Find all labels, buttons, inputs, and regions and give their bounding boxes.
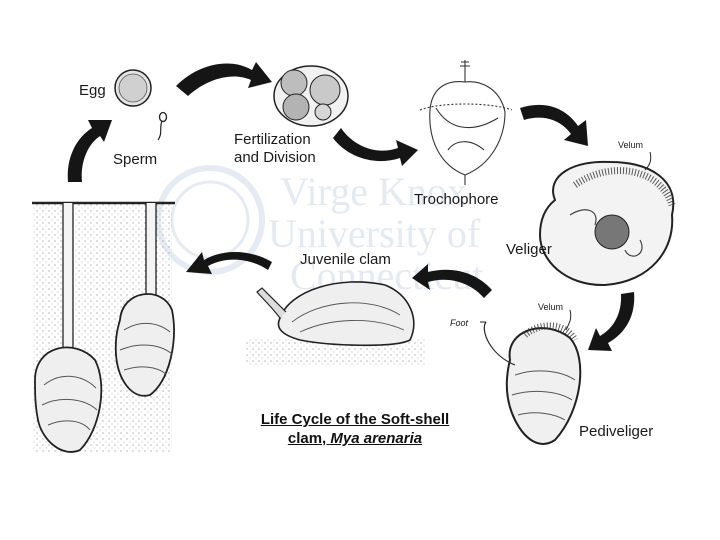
fertilization-illustration (273, 65, 349, 127)
label-pediveliger: Pediveliger (579, 423, 654, 440)
label-juvenile-clam: Juvenile clam (300, 251, 391, 268)
label-sperm: Sperm (113, 151, 158, 168)
title-species: Mya arenaria (330, 430, 423, 447)
cycle-arrows (67, 62, 635, 351)
arrow-adult-to-egg (67, 120, 112, 182)
veliger-illustration (538, 160, 676, 287)
label-egg: Egg (79, 82, 106, 99)
trochophore-illustration (419, 60, 513, 185)
title-line-2-prefix: clam, (287, 430, 331, 447)
juvenile-clam-illustration (245, 281, 425, 366)
arrow-egg-to-fertilization (176, 62, 272, 96)
arrow-juvenile-to-adult (186, 251, 272, 274)
label-leader-lines (480, 151, 652, 331)
pediveliger-illustration (483, 321, 582, 445)
label-foot: Foot (450, 318, 469, 328)
label-fertilization-line-1: Fertilization (234, 131, 311, 148)
label-fertilization-line-2: and Division (234, 149, 316, 166)
label-veliger: Veliger (506, 241, 552, 258)
arrow-trochophore-to-veliger (520, 104, 588, 146)
arrow-pediveliger-to-juvenile (412, 264, 492, 298)
title-line-1: Life Cycle of the Soft-shell (260, 411, 450, 428)
sperm-illustration (157, 111, 168, 141)
arrow-veliger-to-pediveliger (588, 292, 635, 351)
label-velum-veliger: Velum (618, 140, 644, 150)
diagram-title: Life Cycle of the Soft-shell clam, Mya a… (215, 410, 495, 448)
adult-clams-illustration (32, 201, 175, 453)
arrow-fertilization-to-trochophore (333, 128, 418, 166)
label-trochophore: Trochophore (414, 191, 499, 208)
label-fertilization: Fertilization and Division (234, 131, 316, 167)
watermark-line-2: University of (268, 211, 481, 256)
watermark-line-1: Virge Knox (280, 169, 467, 214)
egg-illustration (114, 69, 152, 107)
title-line-2: clam, Mya arenaria (215, 429, 495, 448)
label-velum-pediveliger: Velum (538, 302, 564, 312)
